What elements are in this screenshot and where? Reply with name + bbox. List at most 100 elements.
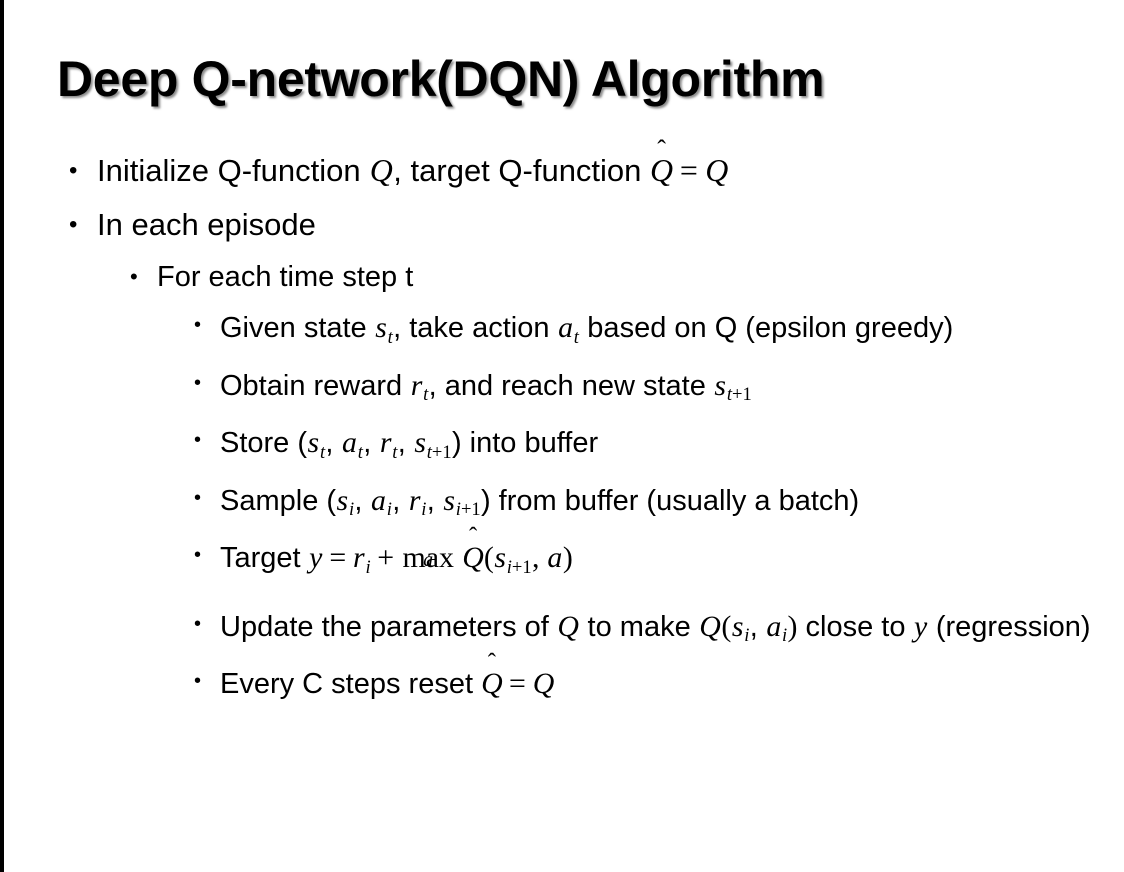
math-var-s: s <box>414 426 426 460</box>
math-subscript-i: i <box>744 625 750 647</box>
math-subscript-t: t <box>387 326 393 348</box>
subscript-var: i <box>506 556 512 578</box>
text-segment: , <box>392 484 409 517</box>
bullet-text-store: Store (st, at, rt, st+1) into buffer <box>220 420 1094 475</box>
math-paren-open: ( <box>721 609 732 643</box>
bullet-text-sample: Sample (si, ai, ri, si+1) from buffer (u… <box>220 478 1094 533</box>
math-operator-equals: = <box>679 153 698 188</box>
math-subscript-t: t <box>392 441 398 463</box>
math-subscript-i-plus-1: i+1 <box>455 499 481 521</box>
math-var-a: a <box>547 541 563 575</box>
math-operator-equals: = <box>509 667 526 701</box>
text-segment: , <box>426 484 443 517</box>
math-var-q-hat: ̂Q <box>650 148 673 193</box>
max-label: max <box>402 541 454 575</box>
math-operator-plus: + <box>377 541 395 575</box>
subscript-offset: +1 <box>431 441 452 463</box>
math-comma: , <box>531 541 547 575</box>
bullet-dot-icon: • <box>69 157 78 184</box>
subscript-offset: +1 <box>732 384 752 406</box>
math-subscript-i: i <box>421 499 427 521</box>
math-var-a: a <box>558 311 573 344</box>
math-var-r: r <box>408 483 421 517</box>
bullet-text-initialize: Initialize Q-function Q, target Q-functi… <box>97 148 1084 193</box>
math-var-q2: Q <box>699 609 721 643</box>
text-segment: , target Q-function <box>393 153 651 188</box>
math-subscript-i: i <box>782 625 788 647</box>
text-segment: Sample ( <box>220 484 337 517</box>
bullet-list: • Initialize Q-function Q, target Q-func… <box>0 148 1124 710</box>
bullet-item-store: • Store (st, at, rt, st+1) into buffer <box>0 420 1124 475</box>
bullet-text-target: Target y=ri+maxâQ(si+1, a) <box>220 535 1094 590</box>
bullet-text-given-state: Given state st, take action at based on … <box>220 305 1094 360</box>
text-segment: , <box>354 484 371 517</box>
subscript-offset: +1 <box>460 499 481 521</box>
math-var-q-hat: ̂Q <box>462 535 484 580</box>
math-var-s: s <box>443 483 455 517</box>
bullet-text-every-c-steps: Every C steps reset ̂Q=Q <box>220 661 1094 707</box>
math-var-s: s <box>375 311 387 344</box>
bullet-item-target: • Target y=ri+maxâQ(si+1, a) <box>0 535 1124 590</box>
text-segment: Update the parameters of <box>220 610 557 643</box>
bullet-dot-icon: • <box>194 612 202 635</box>
subscript-var: t <box>426 441 432 463</box>
bullet-dot-icon: • <box>194 670 202 693</box>
text-segment: to make <box>579 610 699 643</box>
math-subscript-i: i <box>386 499 392 521</box>
bullet-item-given-state: • Given state st, take action at based o… <box>0 305 1124 360</box>
subscript-var: t <box>726 384 732 406</box>
subscript-offset: +1 <box>511 556 532 578</box>
text-segment: ) from buffer (usually a batch) <box>480 484 860 517</box>
text-segment: Store ( <box>220 427 308 460</box>
math-paren-close: ) <box>562 541 573 575</box>
text-segment: Every C steps reset <box>220 668 482 701</box>
math-subscript-t-plus-1: t+1 <box>727 384 752 405</box>
math-var-q: Q <box>557 609 579 643</box>
bullet-item-update: • Update the parameters of Q to make Q(s… <box>0 604 1124 659</box>
math-var-s: s <box>714 368 727 402</box>
text-segment: , <box>363 427 380 460</box>
math-var-q: Q <box>532 667 555 701</box>
text-segment: , take action <box>393 312 558 344</box>
math-subscript-i: i <box>348 499 355 521</box>
math-var-y: y <box>309 541 323 575</box>
text-segment: , and reach new state <box>428 369 714 402</box>
bullet-dot-icon: • <box>194 371 202 394</box>
text-segment: ) into buffer <box>451 427 599 460</box>
math-var-r: r <box>353 541 365 575</box>
math-subscript-t: t <box>319 441 326 463</box>
text-segment: (regression) <box>927 610 1091 643</box>
text-segment: , <box>325 427 342 460</box>
text-segment: close to <box>797 610 914 643</box>
math-var-a: a <box>766 609 782 643</box>
max-subscript-a: a <box>423 549 434 572</box>
bullet-dot-icon: • <box>194 544 202 567</box>
bullet-dot-icon: • <box>194 486 202 509</box>
bullet-dot-icon: • <box>194 314 202 336</box>
math-var-a: a <box>371 483 386 517</box>
bullet-item-in-each-episode: • In each episode <box>0 202 1124 247</box>
text-segment: , <box>749 610 766 643</box>
math-paren-open: ( <box>483 541 494 575</box>
page-title: Deep Q-network(DQN) Algorithm <box>57 51 825 107</box>
math-var-a: a <box>342 426 357 460</box>
text-segment: based on Q (epsilon greedy) <box>579 312 954 344</box>
math-subscript-i-plus-1: i+1 <box>506 556 532 578</box>
text-segment: , <box>397 427 414 460</box>
subscript-var: i <box>455 499 461 521</box>
bullet-dot-icon: • <box>130 264 138 289</box>
bullet-dot-icon: • <box>69 211 78 238</box>
math-subscript-t-plus-1: t+1 <box>426 441 452 463</box>
text-segment: Given state <box>220 312 375 344</box>
math-subscript-t: t <box>573 326 579 348</box>
bullet-text-in-each-episode: In each episode <box>97 207 316 242</box>
bullet-text-update: Update the parameters of Q to make Q(si,… <box>220 604 1094 659</box>
math-subscript-t: t <box>357 441 363 463</box>
math-subscript-t: t <box>423 384 429 406</box>
math-var-y: y <box>914 609 928 643</box>
bullet-item-for-each-time-step: • For each time step t <box>0 256 1124 299</box>
math-var-r: r <box>410 368 423 402</box>
math-var-base: Q <box>462 541 484 575</box>
